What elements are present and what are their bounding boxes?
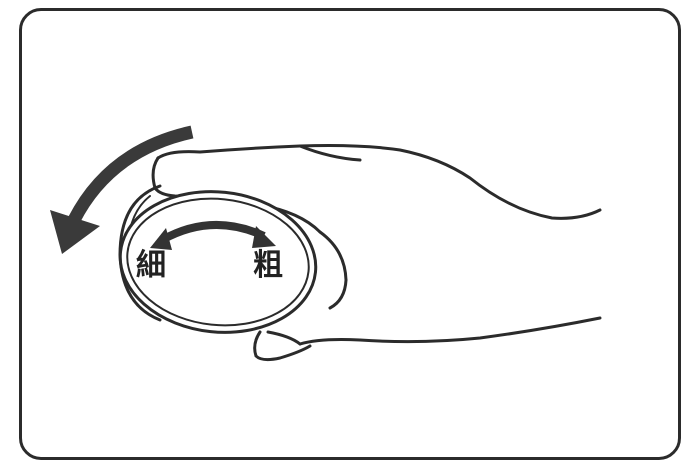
fine-label: 細	[136, 251, 166, 281]
coarse-label: 粗	[253, 251, 283, 281]
